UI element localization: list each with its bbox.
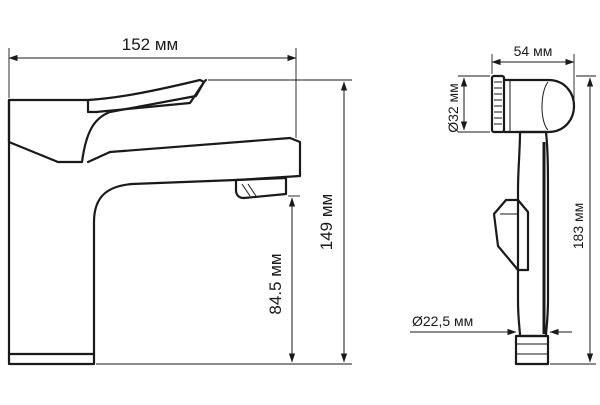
spray-face <box>490 74 506 134</box>
faucet-lever <box>7 78 206 164</box>
head-diameter-label: Ø32 мм <box>445 83 461 133</box>
hose-connector <box>514 334 550 366</box>
aerator-line <box>241 183 251 197</box>
shower-width-label: 54 мм <box>514 43 553 59</box>
spray-face-hatch <box>494 81 502 125</box>
aerator-line <box>247 183 257 197</box>
head-ring <box>541 81 549 131</box>
faucet-dimensions: 152 мм 149 мм 84.5 мм <box>8 35 352 365</box>
shower-head-drawing <box>490 74 576 366</box>
shower-dimensions: 54 мм Ø32 мм 183 мм Ø22,5 мм <box>410 43 596 365</box>
faucet-body-right <box>92 178 238 356</box>
shower-head-body <box>502 78 576 134</box>
faucet-drawing <box>7 78 302 366</box>
faucet-width-label: 152 мм <box>122 35 178 54</box>
spout-height-label: 84.5 мм <box>266 253 285 314</box>
faucet-base <box>7 352 96 366</box>
faucet-body <box>7 78 208 356</box>
trigger-button <box>492 198 530 272</box>
faucet-aerator <box>234 176 288 200</box>
hose-diameter-label: Ø22,5 мм <box>412 313 473 329</box>
shower-length-label: 183 мм <box>570 203 586 250</box>
faucet-height-label: 149 мм <box>317 194 336 250</box>
faucet-spout <box>86 136 302 182</box>
